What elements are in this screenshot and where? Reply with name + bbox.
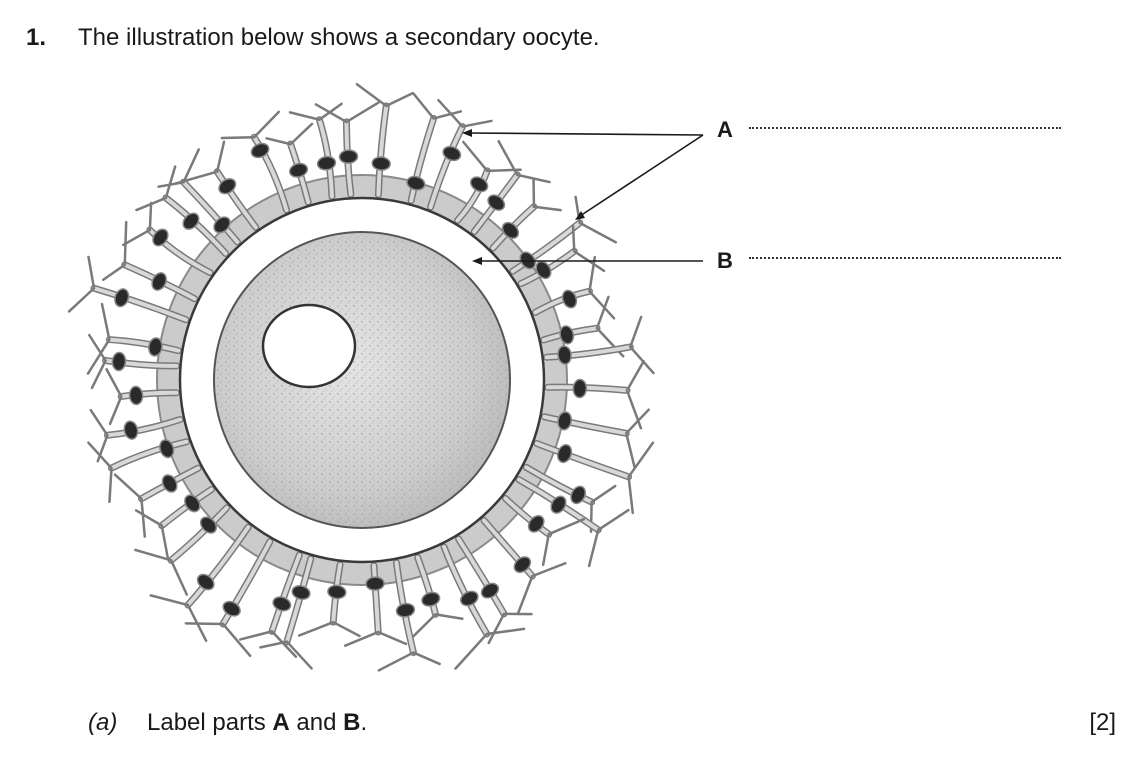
question-number: 1.	[26, 24, 47, 51]
follicle-cell-process	[92, 286, 189, 322]
follicle-cell-process	[107, 337, 181, 353]
part-a-bold-a: A	[272, 709, 290, 736]
oocyte-nucleus	[261, 303, 357, 389]
follicle-cell-nucleus	[442, 145, 462, 162]
follicle-cell-nucleus	[527, 515, 545, 533]
follicle-cell-process	[481, 518, 535, 579]
part-a-id: (a)	[88, 709, 118, 736]
part-a-text-mid: and	[289, 709, 344, 736]
follicle-cell-nucleus	[480, 582, 500, 599]
follicle-cell-nucleus	[123, 420, 139, 440]
follicle-cell-process	[119, 390, 179, 399]
follicle-cell-nucleus	[316, 155, 337, 171]
corona-radiata-cells	[67, 82, 655, 672]
follicle-cell-process	[181, 180, 240, 244]
follicle-cell-nucleus	[128, 385, 144, 406]
follicle-cell-process	[252, 135, 289, 213]
answer-line-a[interactable]	[749, 127, 1061, 129]
follicle-cell-nucleus	[222, 600, 241, 617]
follicle-cell-process	[159, 487, 214, 528]
follicle-cell-process	[215, 169, 258, 230]
follicle-cell-nucleus	[557, 411, 572, 431]
pointer-line-a-2	[579, 134, 704, 217]
follicle-cell-nucleus	[199, 516, 218, 534]
follicle-cell-process	[455, 168, 490, 223]
follicle-cell-nucleus	[159, 439, 175, 459]
follicle-cell-process	[269, 553, 302, 634]
follicle-cell-process	[409, 116, 436, 203]
follicle-cell-nucleus	[250, 142, 270, 159]
label-b: B	[717, 248, 733, 273]
follicle-cell-nucleus	[556, 444, 573, 464]
follicle-cell-nucleus	[365, 576, 385, 591]
follicle-cell-nucleus	[535, 260, 552, 280]
follicle-cell-nucleus	[570, 485, 587, 505]
question-text: The illustration below shows a secondary…	[78, 24, 600, 51]
follicle-cell-process	[169, 505, 229, 563]
follicle-cell-process	[109, 439, 189, 471]
part-a-marks: [2]	[1089, 709, 1116, 736]
follicle-cell-nucleus	[513, 556, 532, 574]
follicle-cell-process	[503, 496, 551, 537]
follicle-cell-nucleus	[182, 212, 200, 230]
follicle-cell-process	[442, 544, 489, 637]
follicle-cell-process	[534, 441, 631, 479]
part-a-text-prefix: Label parts	[147, 709, 273, 736]
part-a-text-suffix: .	[360, 709, 368, 736]
follicle-cell-nucleus	[501, 221, 520, 240]
follicle-cell-nucleus	[152, 228, 169, 247]
label-a: A	[717, 117, 733, 142]
follicle-cell-nucleus	[559, 325, 575, 345]
follicle-cell-process	[220, 539, 272, 626]
follicle-cell-process	[428, 124, 465, 210]
follicle-cell-process	[376, 103, 389, 197]
part-a-bold-b: B	[343, 709, 361, 736]
follicle-cell-process	[105, 417, 183, 438]
follicle-cell-nucleus	[114, 288, 130, 308]
follicle-cell-process	[544, 344, 633, 360]
follicle-cell-process	[415, 555, 438, 617]
follicle-cell-process	[371, 563, 381, 635]
follicle-cell-nucleus	[288, 162, 309, 178]
part-a-instruction: Label parts A and B.	[147, 709, 367, 737]
follicle-cell-nucleus	[371, 156, 391, 171]
follicle-cell-nucleus	[421, 591, 441, 607]
follicle-cell-nucleus	[460, 590, 479, 607]
follicle-cell-nucleus	[550, 495, 567, 514]
follicle-cell-nucleus	[213, 216, 231, 234]
follicle-cell-nucleus	[151, 272, 167, 291]
follicle-cell-nucleus	[291, 585, 311, 601]
follicle-cell-nucleus	[338, 149, 359, 164]
follicle-cell-nucleus	[572, 378, 588, 399]
oocyte-diagram	[67, 82, 704, 672]
follicle-cell-nucleus	[561, 289, 578, 309]
follicle-cell-process	[456, 536, 507, 616]
follicle-cell-nucleus	[327, 584, 347, 600]
follicle-cell-process	[524, 465, 594, 505]
follicle-cell-nucleus	[161, 474, 178, 493]
follicle-cell-nucleus	[406, 175, 426, 191]
follicle-cell-nucleus	[557, 345, 572, 365]
follicle-cell-process	[185, 525, 251, 608]
follicle-cell-nucleus	[272, 596, 292, 612]
follicle-cell-nucleus	[395, 602, 416, 618]
follicle-cell-nucleus	[184, 494, 201, 513]
follicle-cell-nucleus	[469, 176, 489, 193]
follicle-cell-nucleus	[487, 194, 506, 211]
follicle-cell-nucleus	[111, 351, 127, 372]
follicle-cell-nucleus	[218, 178, 237, 195]
follicle-cell-nucleus	[196, 573, 215, 591]
answer-line-b[interactable]	[749, 257, 1061, 259]
pointer-line-a-1	[467, 132, 704, 136]
follicle-cell-process	[542, 414, 629, 436]
follicle-cell-nucleus	[148, 337, 163, 357]
